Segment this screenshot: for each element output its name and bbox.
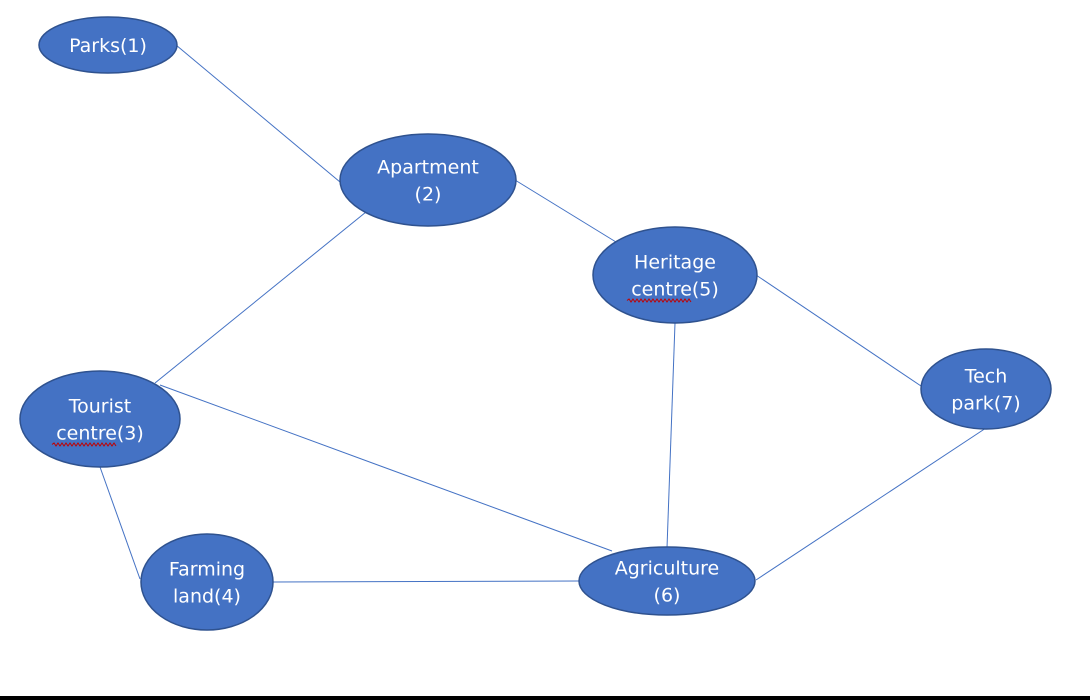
- spellcheck-underline: [51, 442, 117, 447]
- edge-2-3: [154, 211, 367, 384]
- node-2-shape: [339, 133, 517, 227]
- edges-layer: [99, 44, 987, 583]
- node-6-label-line-2: (6): [654, 585, 681, 607]
- node-6: Agriculture (6): [578, 546, 756, 616]
- node-5-label-line-1: Heritage: [634, 252, 716, 274]
- node-5: Heritage centre(5): [592, 226, 758, 324]
- node-3-shape: [19, 370, 181, 468]
- node-2: Apartment (2): [339, 133, 517, 227]
- node-2-label-line-1: Apartment: [377, 157, 479, 179]
- edge-4-6: [272, 580, 581, 583]
- node-2-label-line-2: (2): [415, 184, 442, 206]
- spellcheck-underline: [626, 298, 692, 303]
- node-7-label-line-2: park(7): [951, 393, 1020, 415]
- node-7-label-line-1: Tech: [964, 366, 1008, 388]
- node-4-label-line-2: land(4): [173, 586, 241, 608]
- bottom-border: [0, 696, 1090, 700]
- node-7: Tech park(7): [920, 348, 1052, 430]
- node-1-shape: [38, 16, 178, 74]
- edge-1-2: [175, 44, 341, 183]
- node-1: Parks(1): [38, 16, 178, 74]
- node-4: Farming land(4): [140, 533, 274, 631]
- node-1-label-line-1: Parks(1): [69, 35, 147, 57]
- node-3-label-line-2: centre(3): [56, 423, 144, 445]
- edge-7-6: [755, 427, 987, 581]
- node-6-label-line-1: Agriculture: [615, 558, 720, 580]
- edge-2-5: [514, 179, 617, 243]
- node-3-label-line-1: Tourist: [68, 396, 131, 418]
- node-7-shape: [920, 348, 1052, 430]
- node-4-label-line-1: Farming: [169, 559, 245, 581]
- edge-5-6: [666, 322, 676, 549]
- node-5-shape: [592, 226, 758, 324]
- node-3: Tourist centre(3): [19, 370, 181, 468]
- node-6-shape: [578, 546, 756, 616]
- node-4-shape: [140, 533, 274, 631]
- edge-5-7: [755, 274, 922, 387]
- edge-3-4: [99, 466, 141, 580]
- edge-3-6: [159, 384, 613, 552]
- node-5-label-line-2: centre(5): [631, 279, 719, 301]
- nodes-layer: Parks(1) Apartment (2) Tourist centre(3) Farm…: [19, 16, 1052, 631]
